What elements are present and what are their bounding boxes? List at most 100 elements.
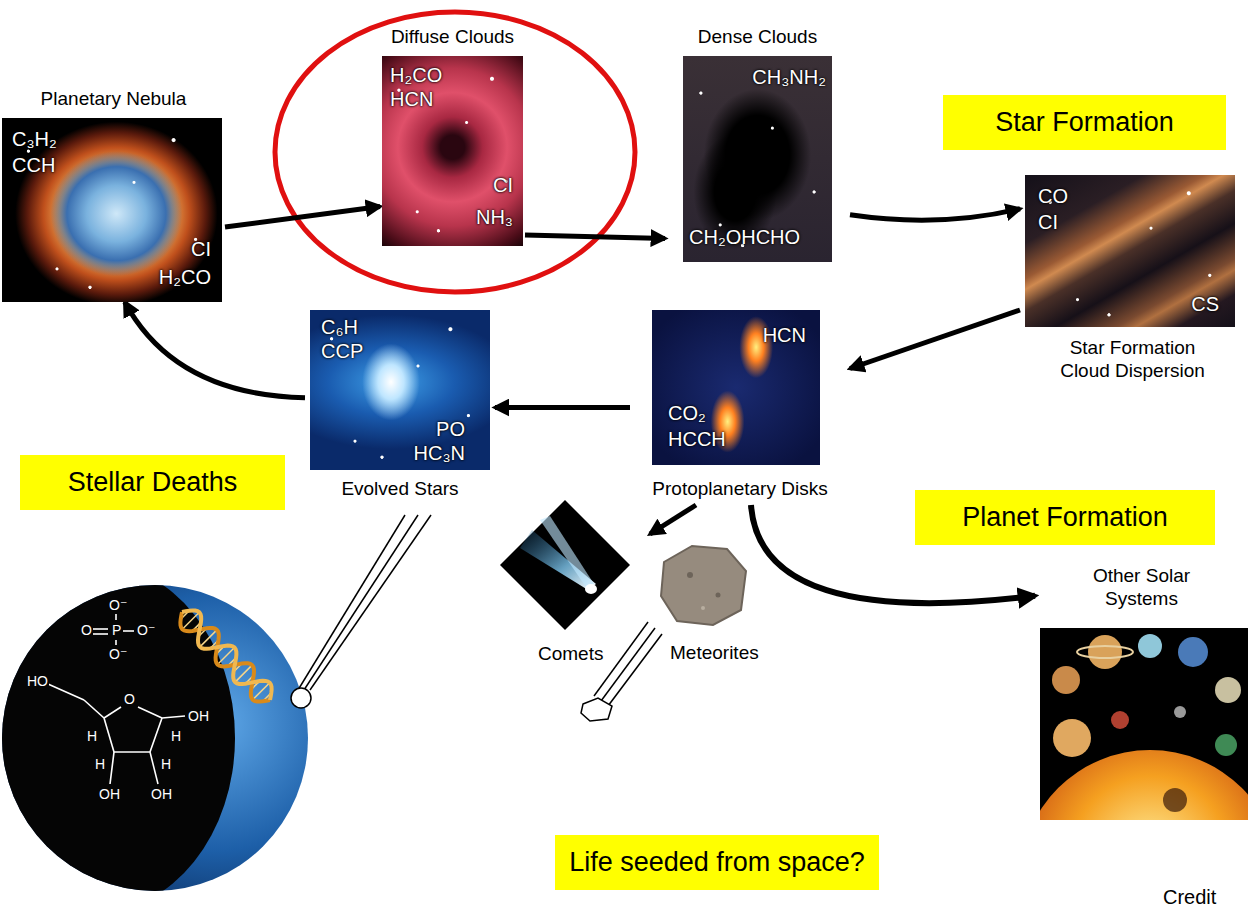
molecule-label: C₆H [321,316,358,339]
bond [115,640,117,645]
planet [1052,666,1080,694]
structure-label: HO [26,673,49,689]
image-panel: Diffuse CloudsH₂COHCNCINH₃ [380,26,525,246]
structure-label: O [123,691,136,707]
bond [150,752,158,784]
meteorite-image [661,546,746,625]
molecule-label: CCP [321,340,363,363]
panel-title: Star Formation Cloud Dispersion [1048,337,1218,383]
bond [150,718,162,752]
molecule-bonds [48,614,185,784]
molecule-label: HC₃N [414,442,465,465]
bond [162,716,185,718]
structure-label: O⁻ [108,646,128,662]
credit-text: Credit [1163,886,1216,909]
structure-label: OH [150,786,173,802]
bond [104,718,114,752]
image-panel: Meteorites [645,540,770,667]
falling-body [291,688,311,708]
flow-arrow [525,235,665,238]
planet [1178,637,1208,667]
molecule-label: CH₃NH₂ [752,66,826,89]
highlight-box: Stellar Deaths [20,455,285,510]
molecule-label: CCH [12,154,55,177]
highlight-box: Star Formation [943,95,1226,150]
bond [138,707,162,718]
highlight-text: Life seeded from space? [569,847,865,878]
molecule-label: H₂CO [159,266,211,289]
image-panel: HCNCO₂HCCHProtoplanetary Disks [630,310,850,505]
flow-arrow [125,302,305,398]
molecule-label: CI [1038,211,1058,234]
structure-label: O⁻ [108,597,128,613]
panel-title: Comets [538,643,603,666]
bond [114,751,150,753]
molecule-label: NH₃ [476,206,513,229]
molecule-label: PO [436,418,465,441]
panel-title: Planetary Nebula [41,88,187,111]
panel-title: Diffuse Clouds [391,26,514,49]
structure-label: H [170,728,182,744]
image-panel: Planetary NebulaC₃H₂ CCH CI H₂CO [2,88,225,302]
highlight-text: Star Formation [995,107,1174,138]
bond [123,630,134,632]
meteorite-speck [716,593,721,598]
highlight-text: Stellar Deaths [68,467,238,498]
structure-label: O⁻ [136,622,156,638]
flow-arrow [650,505,696,534]
panel-title: Meteorites [670,642,759,665]
structure-label: O [80,622,93,638]
molecule-label: HCN [763,324,806,347]
bond [84,700,104,718]
planet [1215,734,1237,756]
planet [1088,635,1122,669]
molecule-label: C₃H₂ [12,128,57,151]
highlight-box: Life seeded from space? [555,835,879,890]
fall-streak [298,515,405,690]
molecule-label: CO [1038,185,1068,208]
panel-title: Dense Clouds [698,26,817,49]
image-panel: Dense CloudsCH₃NH₂CH₂OHCHO [665,26,850,262]
molecule-label: HCCH [668,428,726,451]
dna-strand [182,610,272,700]
bond [115,614,117,620]
comet-head [585,584,597,594]
image-panel: C₆HCCP POHC₃N Evolved Stars [305,310,495,505]
fall-streak [608,634,662,706]
bond [92,628,108,630]
image-panel: CO CI CS Star Formation Cloud Dispersion [1020,175,1245,400]
structure-label: P [111,622,122,638]
structure-label: H [160,756,172,772]
panel-title: Other Solar Systems [1062,565,1222,611]
sunspot [1163,788,1187,812]
fall-streak [601,628,655,701]
molecule-label: CI [191,238,211,261]
planet [1138,634,1162,658]
molecule-label: H₂CO [390,64,442,87]
molecule-label: CI [493,174,513,197]
structure-label: H [94,756,106,772]
molecule-label: CS [1191,293,1219,316]
solar-system-art [1040,634,1248,820]
dna-strand [180,612,270,702]
bond [92,633,108,635]
planet-ring [1077,646,1133,658]
flow-arrow [850,310,1020,369]
molecule-label: CO₂ [668,402,706,425]
panel-title: Evolved Stars [341,478,458,501]
flow-arrow [495,405,630,410]
bond [48,684,84,700]
planet [1053,719,1091,757]
meteorite-speck [687,572,693,578]
sun [1040,750,1248,820]
bond [104,707,121,718]
flow-arrow [850,209,1020,220]
highlight-ring [275,12,635,292]
highlight-box: Planet Formation [915,490,1215,545]
fall-streak [304,515,418,690]
structure-label: OH [187,708,210,724]
fall-streak [310,515,431,690]
planet [1174,706,1186,718]
planet [1111,711,1129,729]
